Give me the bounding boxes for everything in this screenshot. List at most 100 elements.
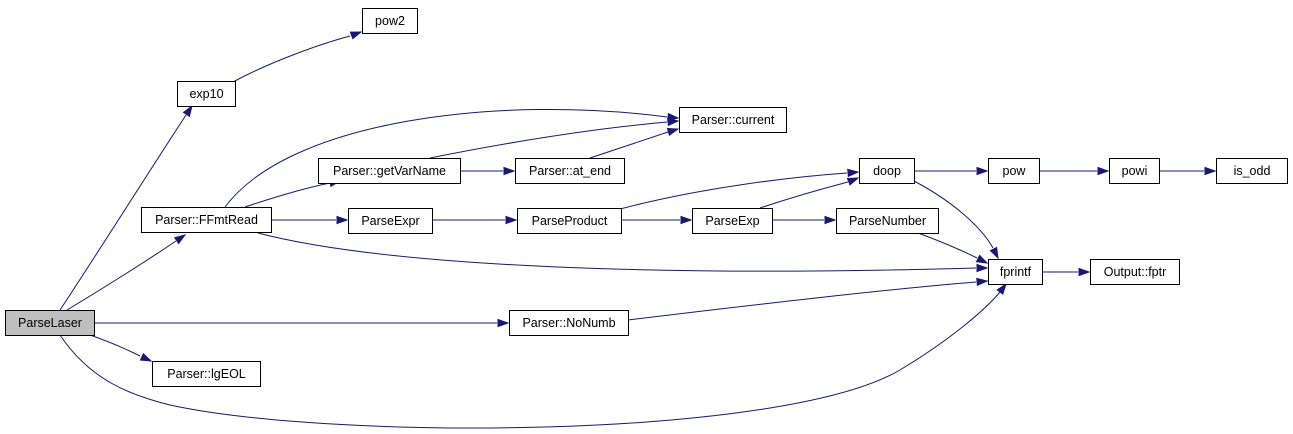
arrowhead [976,263,989,273]
node-box[interactable] [517,208,622,234]
node-label: Parser::lgEOL [167,367,246,381]
node-isodd[interactable]: is_odd [1216,158,1288,184]
edge-exp10-to-pow2 [232,31,363,83]
edge-powi-to-isodd [1158,166,1217,176]
edge-line [627,281,977,321]
arrowhead [680,215,693,225]
node-parselaser[interactable]: ParseLaser [5,310,95,336]
node-label: pow [1003,164,1027,178]
edge-getvarname-to-current [429,117,680,159]
node-box[interactable] [515,158,625,184]
node-lgeol[interactable]: Parser::lgEOL [152,361,261,387]
node-box[interactable] [509,310,629,336]
edge-parseexp-to-doop [759,177,860,209]
edge-line [759,181,849,209]
edge-line [224,108,668,208]
edge-line [89,334,141,357]
edge-parselaser-to-lgeol [89,334,153,362]
node-label: fprintf [1000,265,1032,279]
node-ffmtread[interactable]: Parser::FFmtRead [141,207,272,233]
arrowhead [503,166,516,176]
arrowhead [336,215,349,225]
node-box[interactable] [1090,259,1180,285]
arrowhead [666,127,680,137]
edge-atend-to-current [589,127,680,159]
call-nodes: ParseLaserexp10pow2Parser::FFmtReadParse… [5,8,1288,387]
node-box[interactable] [362,8,418,34]
edge-parselaser-to-exp10 [59,104,193,311]
node-parseproduct[interactable]: ParseProduct [517,208,622,234]
edge-line [66,240,177,311]
node-label: Parser::FFmtRead [155,213,258,227]
edge-getvarname-to-atend [459,166,516,176]
node-box[interactable] [836,208,939,234]
node-label: Parser::NoNumb [522,316,615,330]
edge-doop-to-pow [913,166,989,176]
edge-parselaser-to-fprintf [59,282,1007,429]
edge-pow-to-powi [1038,166,1110,176]
node-exp10[interactable]: exp10 [177,81,236,107]
node-box[interactable] [152,361,261,387]
node-parseexp[interactable]: ParseExp [692,208,773,234]
edge-parseexpr-to-parseproduct [432,215,518,225]
node-atend[interactable]: Parser::at_end [515,158,625,184]
node-label: ParseNumber [849,214,926,228]
node-doop[interactable]: doop [859,158,915,184]
arrowhead [976,166,989,176]
edge-line [917,232,978,259]
node-getvarname[interactable]: Parser::getVarName [318,158,461,184]
edge-parsenumber-to-fprintf [917,232,989,264]
node-pow2[interactable]: pow2 [362,8,418,34]
node-box[interactable] [679,107,787,133]
edge-ffmtread-to-parseexpr [271,215,349,225]
node-label: is_odd [1234,164,1271,178]
arrowhead [667,117,680,127]
node-box[interactable] [177,81,236,107]
arrowhead [182,104,193,118]
arrowhead [989,246,999,260]
node-label: ParseProduct [532,214,608,228]
node-box[interactable] [988,259,1043,285]
edge-line [619,172,848,210]
node-box[interactable] [318,158,461,184]
edge-line [232,35,351,83]
node-powi[interactable]: powi [1109,158,1160,184]
node-box[interactable] [692,208,773,234]
edge-parselaser-to-nonumb [94,318,510,328]
arrowhead [497,318,510,328]
node-box[interactable] [1216,158,1288,184]
node-parsenumber[interactable]: ParseNumber [836,208,939,234]
edge-line [429,121,668,159]
edge-line [257,232,977,272]
arrowhead [139,352,153,362]
edge-line [589,131,669,159]
node-box[interactable] [5,310,95,336]
node-current[interactable]: Parser::current [679,107,787,133]
node-fptr[interactable]: Output::fptr [1090,259,1180,285]
arrowhead [349,31,363,40]
node-box[interactable] [1109,158,1160,184]
node-label: Parser::getVarName [333,164,446,178]
node-label: ParseExp [705,214,759,228]
node-parseexpr[interactable]: ParseExpr [348,208,433,234]
node-pow[interactable]: pow [988,158,1040,184]
node-label: pow2 [375,14,405,28]
arrowhead [1204,166,1217,176]
node-box[interactable] [348,208,433,234]
arrowhead [996,282,1007,295]
edge-fprintf-to-fptr [1042,267,1091,277]
arrowhead [1097,166,1110,176]
arrowhead [1078,267,1091,277]
arrowhead [975,254,989,264]
arrowhead [846,177,860,186]
node-box[interactable] [859,158,915,184]
edge-doop-to-fprintf [913,180,999,260]
node-label: exp10 [189,87,223,101]
node-box[interactable] [988,158,1040,184]
edge-parseproduct-to-parseexp [621,215,693,225]
node-nonumb[interactable]: Parser::NoNumb [509,310,629,336]
node-fprintf[interactable]: fprintf [988,259,1043,285]
edge-ffmtread-to-fprintf [257,232,989,273]
edge-line [59,114,187,311]
node-box[interactable] [141,207,272,233]
